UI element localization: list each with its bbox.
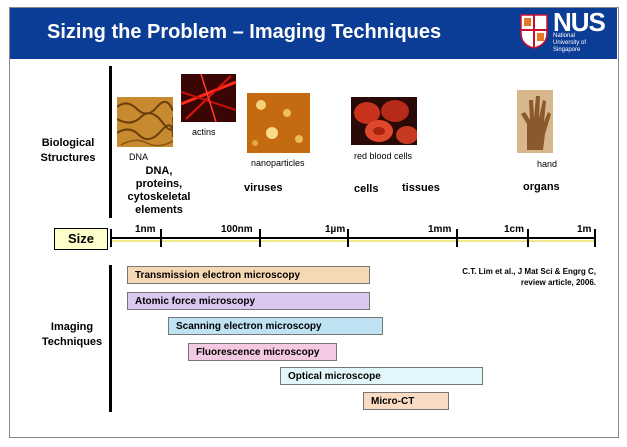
tick-1m — [594, 229, 596, 247]
nus-logo-subtitle: National University of Singapore — [553, 33, 587, 53]
size-label-box: Size — [54, 228, 108, 250]
dna-image — [117, 97, 173, 147]
category-tissues: tissues — [402, 182, 440, 194]
category-cells: cells — [354, 183, 379, 195]
scale-label-1nm: 1nm — [135, 224, 156, 235]
red-blood-cells-caption: red blood cells — [354, 151, 413, 161]
nanoparticles-image — [247, 93, 310, 153]
scale-label-1m: 1m — [577, 224, 592, 235]
technique-sem: Scanning electron microscopy — [168, 317, 383, 335]
scale-line-highlight — [111, 240, 596, 242]
technique-fluorescence: Fluorescence microscopy — [188, 343, 337, 361]
technique-tem: Transmission electron microscopy — [127, 266, 370, 284]
category-viruses: viruses — [244, 182, 283, 194]
scale-label-1mm: 1mm — [428, 224, 452, 235]
reference-citation: C.T. Lim et al., J Mat Sci & Engrg C, re… — [462, 267, 596, 287]
category-dna-proteins: DNA, proteins, cytoskeletal elements — [127, 165, 191, 216]
category-organs: organs — [523, 181, 560, 193]
imaging-techniques-label: Imaging Techniques — [41, 321, 103, 348]
scale-label-1cm: 1cm — [504, 224, 525, 235]
nus-logo-text: NUS — [553, 7, 606, 37]
imaging-axis-line — [109, 265, 112, 412]
hand-caption: hand — [537, 159, 558, 169]
tick-1nm — [160, 229, 162, 247]
hand-image — [517, 90, 553, 153]
tick-1um — [347, 229, 349, 247]
scale-label-100nm: 100nm — [221, 224, 253, 235]
technique-optical: Optical microscope — [280, 367, 483, 385]
nus-crest-icon — [520, 14, 548, 49]
scale-line — [111, 237, 596, 239]
biological-structures-label: Biological Structures — [40, 137, 96, 164]
tick-start — [110, 229, 112, 247]
technique-afm: Atomic force microscopy — [127, 292, 370, 310]
actins-image — [181, 74, 236, 122]
tick-100nm — [259, 229, 261, 247]
biological-axis-line — [109, 66, 112, 218]
slide-title: Sizing the Problem – Imaging Techniques — [47, 21, 442, 43]
dna-caption: DNA — [129, 152, 149, 162]
red-blood-cells-image — [351, 97, 417, 145]
tick-1cm — [527, 229, 529, 247]
nanoparticles-caption: nanoparticles — [251, 158, 305, 168]
tick-1mm — [456, 229, 458, 247]
scale-label-1um: 1µm — [325, 224, 346, 235]
technique-micro-ct: Micro-CT — [363, 392, 449, 410]
slide-header: Sizing the Problem – Imaging Techniques — [10, 8, 617, 59]
actins-caption: actins — [192, 127, 216, 137]
